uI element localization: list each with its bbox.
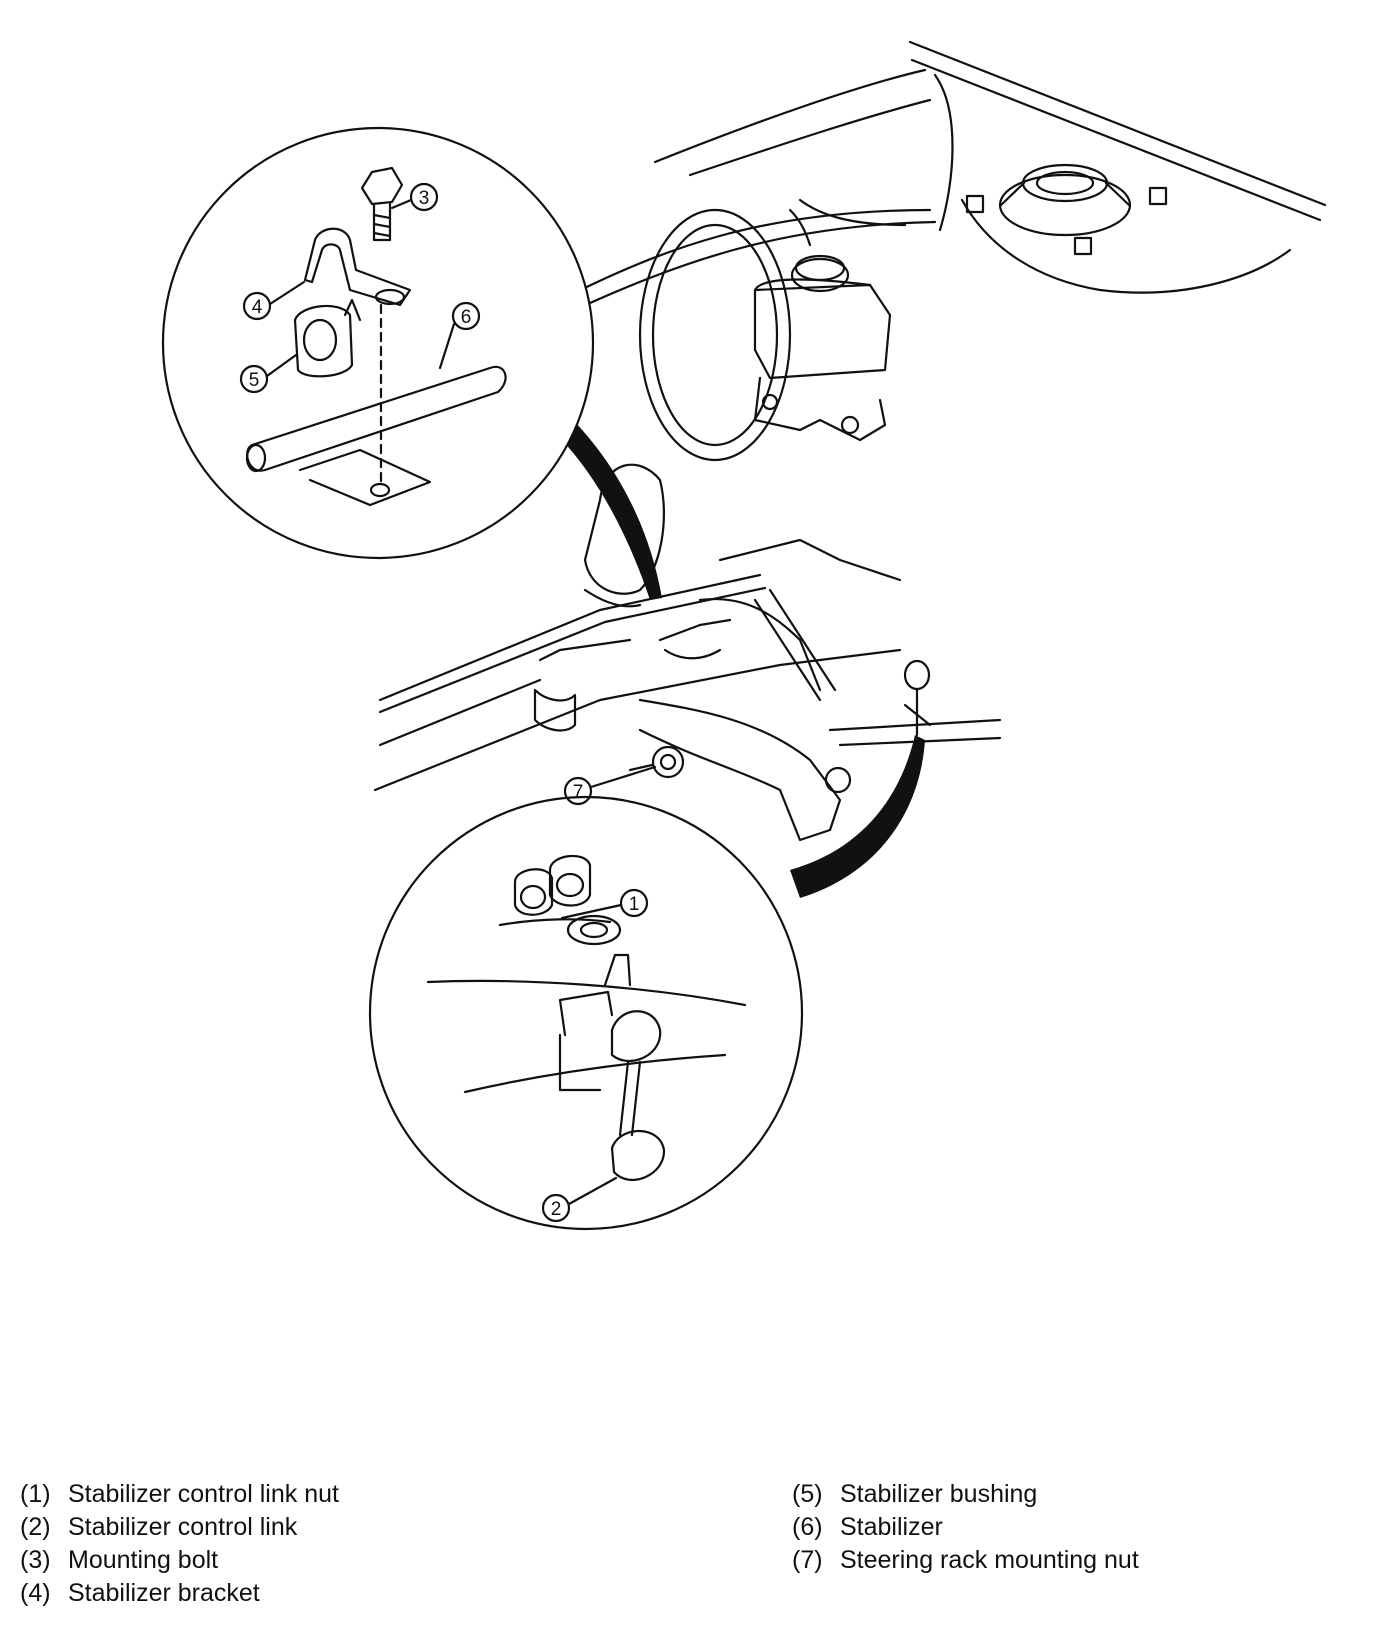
svg-text:3: 3 bbox=[419, 188, 430, 209]
stabilizer-bracket bbox=[303, 227, 412, 307]
callout-6: 6 bbox=[438, 301, 481, 370]
callout-7: 7 bbox=[563, 765, 657, 806]
legend-number: (7) bbox=[792, 1546, 823, 1574]
body-panel-lines bbox=[558, 40, 1327, 314]
legend-text: Steering rack mounting nut bbox=[840, 1546, 1139, 1574]
legend-right-column: (5) Stabilizer bushing (6) Stabilizer (7) S… bbox=[792, 1478, 1139, 1577]
legend-text: Mounting bolt bbox=[68, 1546, 219, 1574]
legend-item: (6) Stabilizer bbox=[792, 1511, 1139, 1544]
legend-text: Stabilizer bbox=[840, 1513, 943, 1541]
stabilizer-bushing bbox=[293, 298, 362, 378]
legend-number: (2) bbox=[20, 1513, 51, 1541]
legend-item: (3) Mounting bolt bbox=[20, 1544, 339, 1577]
legend-number: (6) bbox=[792, 1513, 823, 1541]
legend-text: Stabilizer control link nut bbox=[68, 1480, 339, 1508]
suspension-diagram: 3 4 5 6 7 1 2 bbox=[161, 40, 1327, 1231]
stabilizer-control-link bbox=[610, 1010, 662, 1063]
legend-text: Stabilizer bracket bbox=[68, 1579, 260, 1607]
legend-item: (7) Steering rack mounting nut bbox=[792, 1544, 1139, 1577]
legend-item: (4) Stabilizer bracket bbox=[20, 1577, 339, 1610]
svg-text:5: 5 bbox=[249, 370, 260, 391]
legend-number: (4) bbox=[20, 1579, 51, 1607]
callout-3: 3 bbox=[390, 182, 439, 212]
legend-item: (5) Stabilizer bushing bbox=[792, 1478, 1139, 1511]
steering-rack bbox=[373, 463, 902, 792]
upper-detail-circle bbox=[161, 126, 595, 560]
mounting-bolt bbox=[360, 166, 404, 206]
legend-number: (5) bbox=[792, 1480, 823, 1508]
link-nut-lower bbox=[513, 868, 554, 916]
callout-4: 4 bbox=[242, 280, 306, 321]
legend-text: Stabilizer control link bbox=[68, 1513, 298, 1541]
brake-booster bbox=[638, 198, 907, 462]
svg-text:6: 6 bbox=[461, 307, 472, 328]
callout-2: 2 bbox=[541, 1176, 618, 1223]
svg-text:1: 1 bbox=[629, 894, 640, 915]
legend-number: (1) bbox=[20, 1480, 51, 1508]
legend-item: (1) Stabilizer control link nut bbox=[20, 1478, 339, 1511]
master-cylinder bbox=[753, 254, 892, 442]
legend-number: (3) bbox=[20, 1546, 51, 1574]
strut-mount bbox=[965, 163, 1168, 256]
lower-control-arm bbox=[638, 659, 1002, 842]
callout-5: 5 bbox=[239, 353, 298, 394]
lower-detail-connector bbox=[790, 735, 925, 898]
svg-text:2: 2 bbox=[551, 1199, 562, 1220]
link-nut-upper bbox=[548, 854, 592, 907]
legend-left-column: (1) Stabilizer control link nut (2) Stabil… bbox=[20, 1478, 339, 1610]
svg-text:4: 4 bbox=[252, 297, 263, 318]
steering-rack-mounting-nut bbox=[628, 745, 685, 779]
legend-item: (2) Stabilizer control link bbox=[20, 1511, 339, 1544]
upper-detail-connector bbox=[560, 422, 662, 600]
legend-text: Stabilizer bushing bbox=[840, 1480, 1038, 1508]
svg-text:7: 7 bbox=[573, 782, 584, 803]
callout-1: 1 bbox=[560, 888, 649, 920]
lower-detail-circle bbox=[368, 795, 804, 1231]
